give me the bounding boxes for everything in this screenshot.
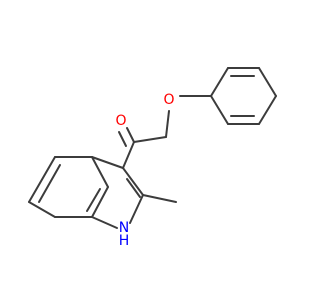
bond: [122, 141, 135, 169]
bond: [86, 188, 101, 212]
bond: [28, 156, 56, 203]
ether-oxygen-label: O: [163, 92, 174, 108]
indole-benzene-ring: [28, 156, 109, 218]
phenoxyacetyl-chain: [118, 95, 212, 169]
methyl-bond: [142, 194, 177, 203]
bond: [126, 178, 141, 198]
bond: [210, 67, 229, 97]
bond: [258, 95, 277, 125]
bond: [91, 186, 109, 218]
carbonyl-bond: [118, 131, 127, 147]
bond: [91, 156, 109, 188]
carbonyl-bond: [126, 127, 135, 143]
bond: [165, 110, 170, 138]
indole-pyrrole-ring: [91, 156, 144, 229]
bond: [122, 167, 144, 196]
bond: [210, 95, 229, 125]
bond: [91, 156, 124, 169]
bond: [129, 194, 144, 224]
bond: [91, 216, 118, 229]
bond: [258, 67, 277, 97]
carbonyl-oxygen-label: O: [115, 113, 126, 129]
indole-nitrogen-label: N: [119, 220, 129, 236]
phenyl-ring: [210, 67, 277, 125]
bond: [28, 201, 56, 218]
bond: [38, 164, 61, 203]
bond: [133, 136, 167, 143]
indole-hydrogen-label: H: [119, 233, 130, 249]
chemical-structure: O O N H: [0, 0, 300, 300]
background: [0, 0, 300, 300]
